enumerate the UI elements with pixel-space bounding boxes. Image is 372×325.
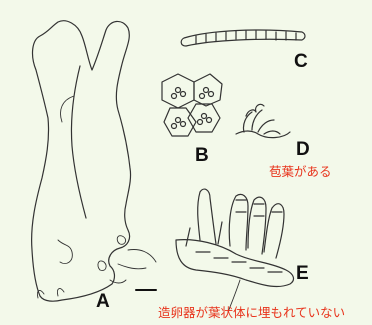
cells-drawing-b [162,74,222,136]
bracts-note: 苞葉がある [269,166,332,179]
bracts-drawing-d [236,104,290,137]
thallus-drawing-a [32,21,156,301]
archegonia-drawing-e [176,189,293,312]
cell-chain-drawing-c [181,30,305,46]
panel-label-c: C [294,52,308,71]
panel-label-a: A [96,292,110,311]
panel-label-e: E [296,264,309,283]
panel-label-d: D [296,140,310,159]
panel-label-b: B [195,146,209,165]
archegonia-note: 造卵器が葉状体に埋もれていない [158,307,345,320]
